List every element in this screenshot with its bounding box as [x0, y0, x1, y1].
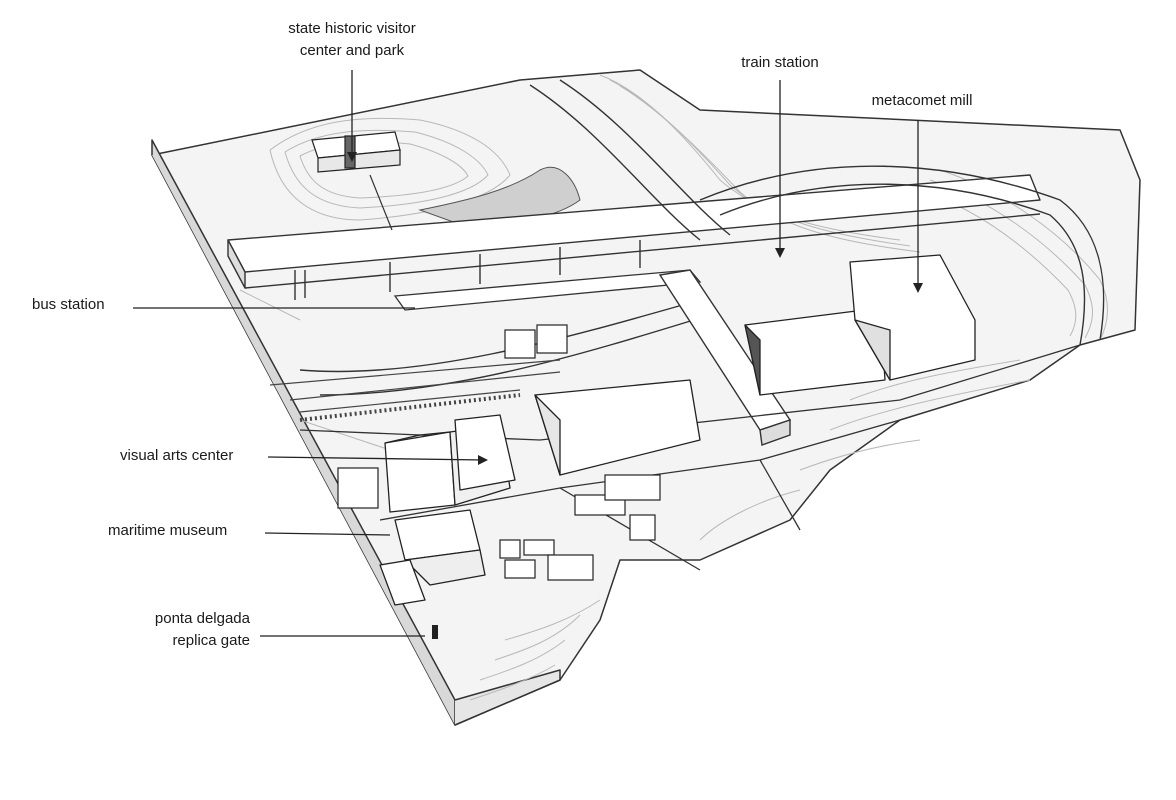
visitor-center-label-line1: state historic visitor — [288, 20, 416, 37]
leader-arrows — [347, 152, 923, 465]
replica-gate-label: ponta delgada replica gate — [100, 608, 250, 652]
rail-tracks — [269, 359, 561, 422]
visitor-center-label-line2: center and park — [299, 42, 405, 59]
bus-station-label: bus station — [32, 296, 105, 313]
warehouse-building — [534, 379, 701, 476]
mill-buildings — [744, 254, 976, 396]
replica-gate — [432, 625, 438, 639]
small-buildings — [499, 324, 661, 581]
visitor-center-label: state historic visitor center and park — [262, 18, 442, 62]
leader-lines — [133, 70, 919, 637]
replica-gate-label-line1: ponta delgada — [154, 610, 250, 627]
elevated-highway — [227, 174, 1041, 300]
cross-bridge — [658, 269, 792, 446]
maritime-museum-building — [379, 509, 486, 606]
bus-station-platform — [393, 269, 702, 311]
maritime-museum-label: maritime museum — [108, 522, 228, 539]
visual-arts-building — [384, 414, 516, 513]
visitor-center-walkway — [369, 174, 393, 231]
highway-ramps — [299, 79, 1105, 396]
train-station-label: train station — [741, 54, 819, 71]
replica-gate-label-line2: replica gate — [172, 632, 250, 649]
visual-arts-center-label: visual arts center — [120, 447, 234, 464]
small-shed — [337, 467, 379, 509]
metacomet-mill-label: metacomet mill — [871, 92, 973, 109]
